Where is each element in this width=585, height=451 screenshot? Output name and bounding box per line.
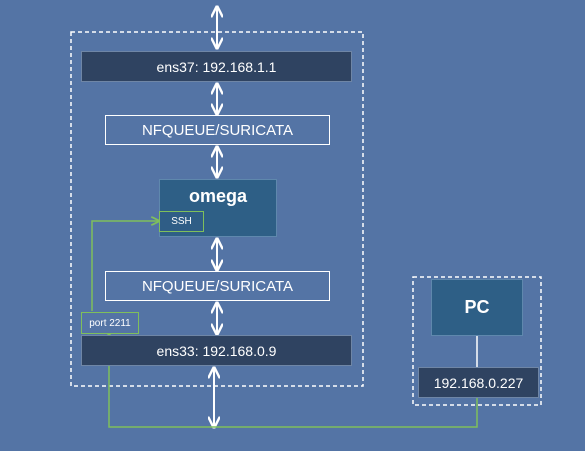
pc-ip-address: 192.168.0.227 xyxy=(418,367,539,398)
ssh-badge: SSH xyxy=(159,211,204,232)
nfqueue-suricata-top: NFQUEUE/SURICATA xyxy=(105,115,330,145)
pc-host: PC xyxy=(431,279,523,336)
pc-container xyxy=(412,276,542,406)
nfqueue-suricata-bottom: NFQUEUE/SURICATA xyxy=(105,271,330,301)
ssh-path-pc-to-port xyxy=(109,335,478,428)
port-2211-badge: port 2211 xyxy=(81,312,139,334)
ens37-interface: ens37: 192.168.1.1 xyxy=(81,51,352,82)
ssh-path-port-to-ssh xyxy=(91,221,158,311)
ens33-interface: ens33: 192.168.0.9 xyxy=(81,335,352,366)
